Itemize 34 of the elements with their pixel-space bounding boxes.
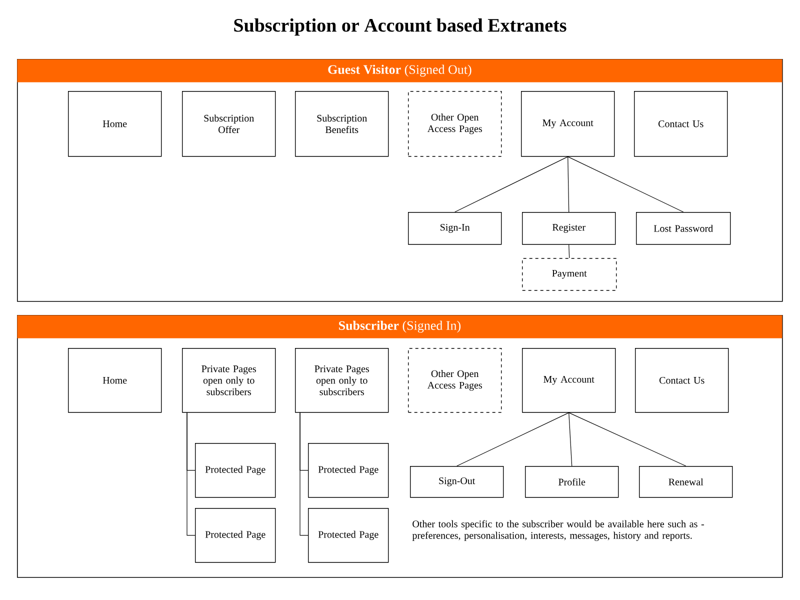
page-box: My Account [522,348,616,413]
page-box: Contact Us [634,91,728,157]
page-box: Private Pages open only to subscribers [182,348,276,413]
page-box: Protected Page [195,508,276,563]
connector-line [568,412,572,466]
page-box: Other Open Access Pages [408,91,502,157]
connector-line [568,156,570,212]
connector-line [568,156,684,212]
page-box: Protected Page [308,508,389,563]
connector-line [568,412,686,466]
page-box: Sign-In [408,212,502,245]
page-box: Contact Us [635,348,729,413]
connector-line [454,156,568,212]
page-box: Register [522,212,616,245]
connector-line [456,412,570,466]
page-box: Private Pages open only to subscribers [295,348,389,413]
page-box: Payment [522,258,617,291]
page-box: Sign-Out [410,466,504,498]
title: Subscription or Account based Extranets [234,18,566,36]
page-box: My Account [521,91,615,157]
page-box: Home [68,348,162,413]
page-box: Lost Password [636,212,731,245]
page-box: Protected Page [195,443,276,498]
page-box: Profile [525,466,619,498]
connector-line [568,244,570,258]
connector-line [300,412,308,536]
page-box: Other Open Access Pages [408,348,502,413]
page-box: Renewal [639,466,733,498]
connector-line [186,412,196,536]
page-box: Subscription Benefits [295,91,389,157]
note: Other tools specific to the subscriber would be available here such as - preferences, personalisation, interests, messages, history and reports. [412,520,704,541]
page-box: Home [68,91,162,157]
page-box: Subscription Offer [182,91,276,157]
page-box: Protected Page [308,443,389,498]
